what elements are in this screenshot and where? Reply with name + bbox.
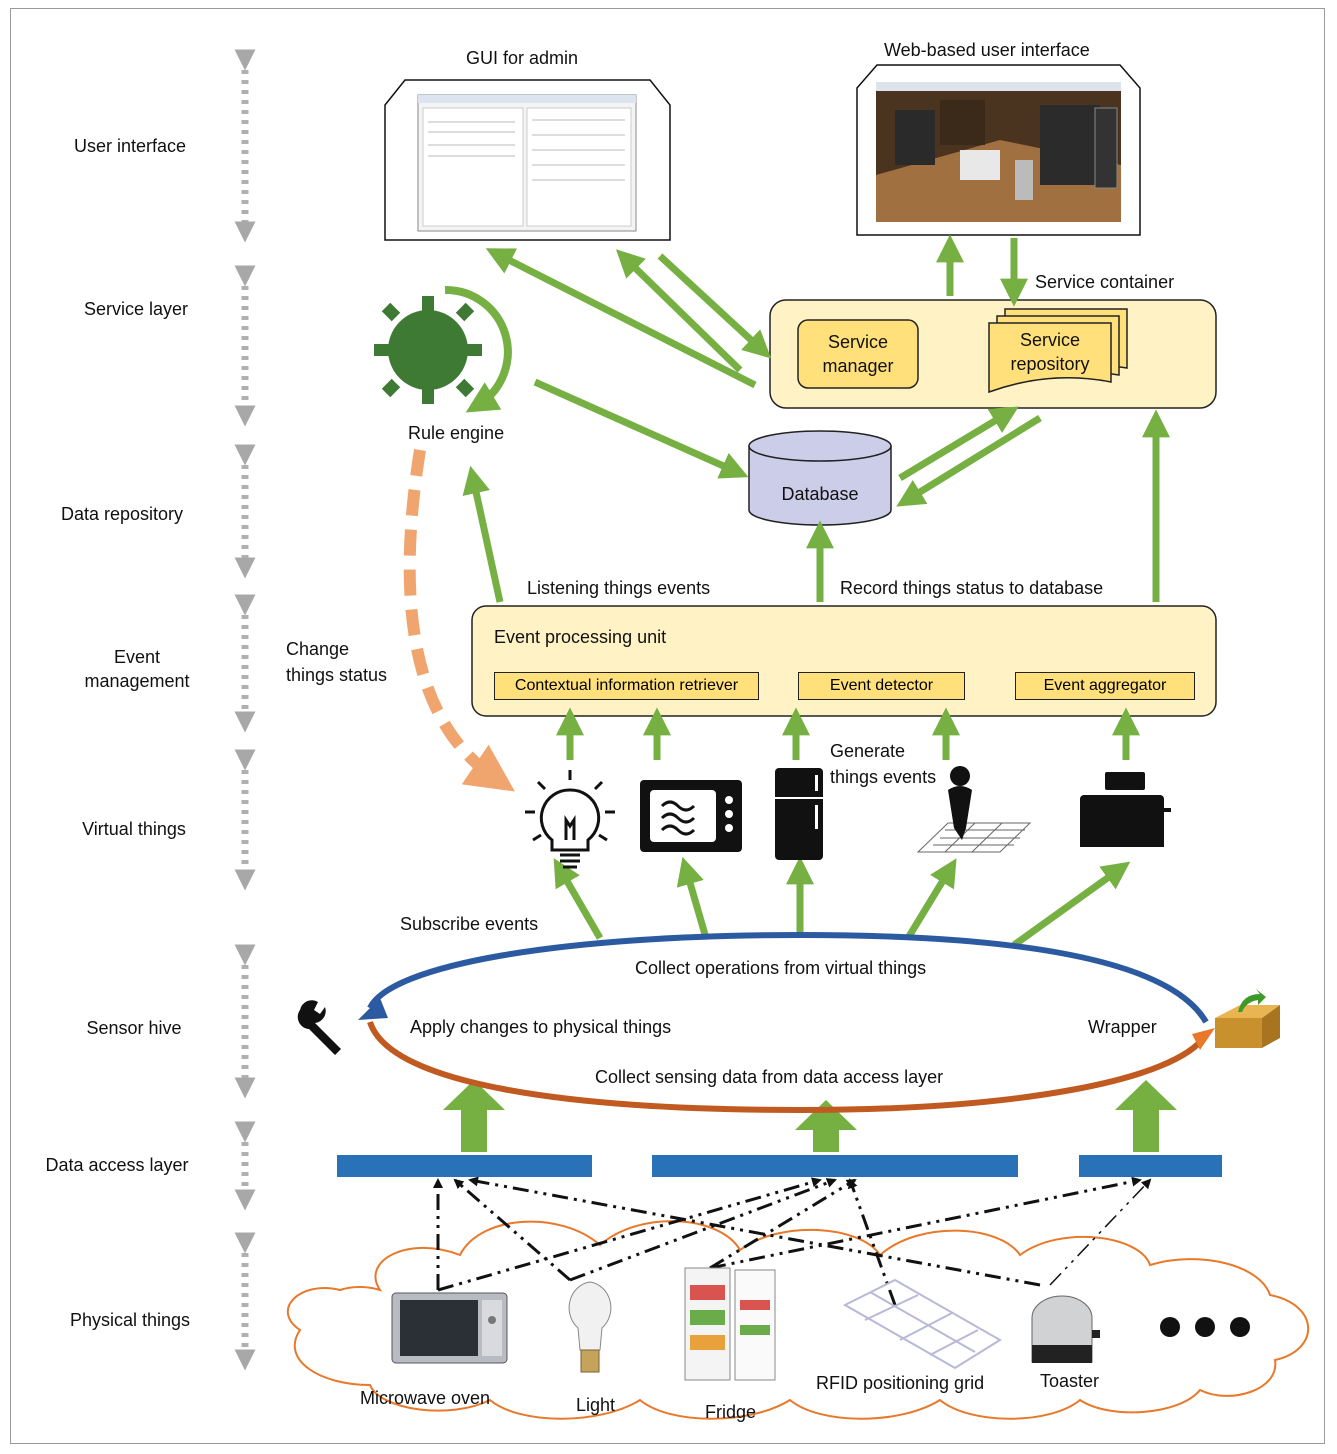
service-manager-label: Service manager [822, 332, 894, 376]
web-ui-monitor [856, 64, 1141, 236]
sensor-hive-ring [358, 931, 1215, 1114]
service-repository-stack [988, 308, 1128, 394]
layer-label-physical-things: Physical things [69, 1310, 191, 1330]
data-access-bar-1 [337, 1155, 592, 1177]
green-flow-arrows [462, 234, 1170, 948]
layer-label-sensor-hive: Sensor hive [86, 1018, 182, 1038]
generate-events-label: Generate things events [830, 741, 937, 787]
collect-operations-label: Collect operations from virtual things [635, 958, 927, 978]
layer-label-data-access-layer: Data access layer [45, 1155, 189, 1175]
record-status-label: Record things status to database [840, 578, 1104, 598]
service-container-label: Service container [1035, 272, 1175, 292]
subscribe-events-label: Subscribe events [400, 914, 539, 934]
rule-engine-label: Rule engine [408, 423, 505, 443]
event-detector-box: Event detector [798, 672, 965, 700]
wrench-icon [297, 1000, 341, 1055]
light-bulb-image [568, 1281, 612, 1373]
fridge-label: Fridge [705, 1402, 757, 1422]
diagram-frame [10, 8, 1325, 1444]
toaster-icon [1080, 772, 1171, 847]
toaster-image [1031, 1295, 1100, 1363]
database-cylinder-icon [748, 430, 892, 526]
apply-changes-label: Apply changes to physical things [410, 1017, 672, 1037]
service-repository-label: Service repository [1010, 330, 1090, 374]
layer-label-virtual-things: Virtual things [82, 819, 186, 839]
wrapper-label: Wrapper [1088, 1017, 1157, 1037]
event-processing-unit-label: Event processing unit [494, 627, 667, 647]
layer-label-service-layer: Service layer [83, 299, 189, 319]
rfid-grid-label: RFID positioning grid [816, 1373, 985, 1393]
rfid-grid-image [842, 1278, 1002, 1370]
rule-engine-gear-icon [374, 285, 512, 413]
change-status-label: Change things status [286, 639, 388, 685]
gui-admin-monitor [384, 79, 671, 241]
fridge-image [684, 1267, 776, 1381]
collect-sensing-label: Collect sensing data from data access la… [595, 1067, 944, 1087]
light-label: Light [576, 1395, 616, 1415]
database-label: Database [781, 484, 859, 504]
gui-admin-label: GUI for admin [466, 48, 579, 68]
layer-label-user-interface: User interface [73, 136, 187, 156]
wrapper-box-icon [1215, 989, 1280, 1048]
data-access-up-arrows [443, 1080, 1177, 1152]
data-access-bar-3 [1079, 1155, 1222, 1177]
light-bulb-icon [525, 770, 615, 869]
physical-things-cloud [286, 1220, 1310, 1420]
microwave-oven-label: Microwave oven [360, 1388, 491, 1408]
contextual-retriever-box: Contextual information retriever [494, 672, 759, 700]
layer-label-data-repository: Data repository [60, 504, 184, 524]
change-status-arrow [403, 449, 515, 792]
event-aggregator-box: Event aggregator [1015, 672, 1195, 700]
fridge-icon [775, 768, 823, 860]
service-manager-box [797, 319, 919, 389]
person-on-grid-icon [916, 766, 1032, 853]
toaster-label: Toaster [1040, 1371, 1100, 1391]
listening-events-label: Listening things events [527, 578, 711, 598]
microwave-oven-image [391, 1292, 508, 1364]
data-access-bar-2 [652, 1155, 1018, 1177]
layer-label-event-management: Event management [84, 647, 190, 691]
microwave-icon [640, 780, 742, 852]
web-ui-label: Web-based user interface [884, 40, 1090, 60]
more-things-dots [1160, 1317, 1250, 1337]
